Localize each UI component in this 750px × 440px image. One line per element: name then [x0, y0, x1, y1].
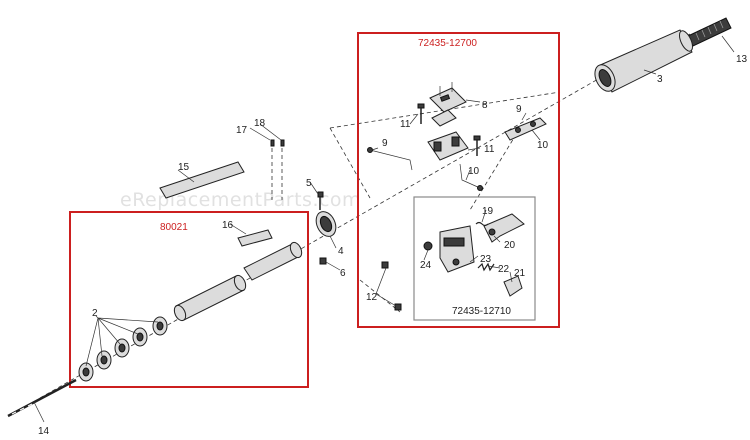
label-13: 13 [736, 54, 748, 65]
bracket-part [504, 117, 547, 141]
label-18: 18 [254, 118, 266, 129]
bolt-5 [317, 191, 324, 210]
shaft-kit-label: 80021 [160, 222, 188, 233]
inner-kit-label: 72435-12710 [452, 306, 511, 317]
wire-10 [459, 163, 481, 189]
pins-17-18 [270, 139, 285, 200]
lower-tube [173, 274, 247, 322]
label-2: 2 [92, 308, 98, 319]
tube-handle-part [594, 29, 693, 93]
label-22: 22 [498, 264, 510, 275]
label-15: 15 [178, 162, 190, 173]
label-20: 20 [504, 240, 516, 251]
wire-9 [369, 149, 413, 171]
upper-tube [243, 241, 303, 281]
assembly-axis-line [39, 77, 601, 399]
label-21: 21 [514, 268, 526, 279]
plate-16 [237, 229, 273, 247]
label-4: 4 [338, 246, 344, 257]
label-5: 5 [306, 178, 312, 189]
leaders [33, 35, 735, 423]
wire-10-terminal [477, 185, 483, 191]
label-9-left: 9 [382, 138, 388, 149]
screw-11b [473, 135, 481, 156]
label-9-right: 9 [516, 104, 522, 115]
dash-loop [329, 127, 521, 211]
wire-9-terminal [367, 147, 373, 153]
strip-15 [159, 161, 245, 199]
leader-bearings [85, 317, 159, 367]
label-11-right: 11 [484, 144, 495, 155]
label-3: 3 [657, 74, 663, 85]
label-17: 17 [236, 125, 248, 136]
grip-part [687, 17, 732, 47]
dash-bottom [359, 279, 401, 313]
label-24: 24 [420, 260, 432, 271]
label-10-right: 10 [537, 140, 549, 151]
bearings-2 [78, 316, 168, 382]
watermark: eReplacementParts.com [120, 189, 361, 211]
shaft-kit-box [69, 211, 309, 388]
upper-kit-label: 72435-12700 [418, 38, 477, 49]
handle-dash-left [329, 91, 561, 129]
spring-22 [477, 262, 495, 272]
label-12: 12 [366, 292, 378, 303]
screw-11a [417, 103, 425, 124]
label-19: 19 [482, 206, 494, 217]
clamp-4 [315, 211, 337, 237]
drive-shaft-14 [7, 378, 77, 418]
label-16: 16 [222, 220, 234, 231]
nut-6 [319, 257, 327, 265]
washer-24 [423, 241, 433, 251]
trigger-housing-part [439, 225, 475, 273]
label-8: 8 [482, 100, 488, 111]
label-11-left: 11 [400, 119, 411, 130]
label-14: 14 [38, 426, 50, 437]
screw-12a [381, 261, 389, 269]
spring-19 [475, 221, 489, 227]
inner-kit-box [413, 196, 536, 321]
lever-part [483, 213, 525, 243]
switch-body-part [427, 131, 469, 161]
switch-plate-part [429, 82, 467, 127]
label-23: 23 [480, 254, 492, 265]
upper-kit-box [357, 32, 560, 328]
trigger-21 [503, 275, 523, 297]
screw-12b [394, 303, 402, 311]
leader-9b [521, 112, 527, 121]
label-6: 6 [340, 268, 346, 279]
label-10-mid: 10 [468, 166, 480, 177]
